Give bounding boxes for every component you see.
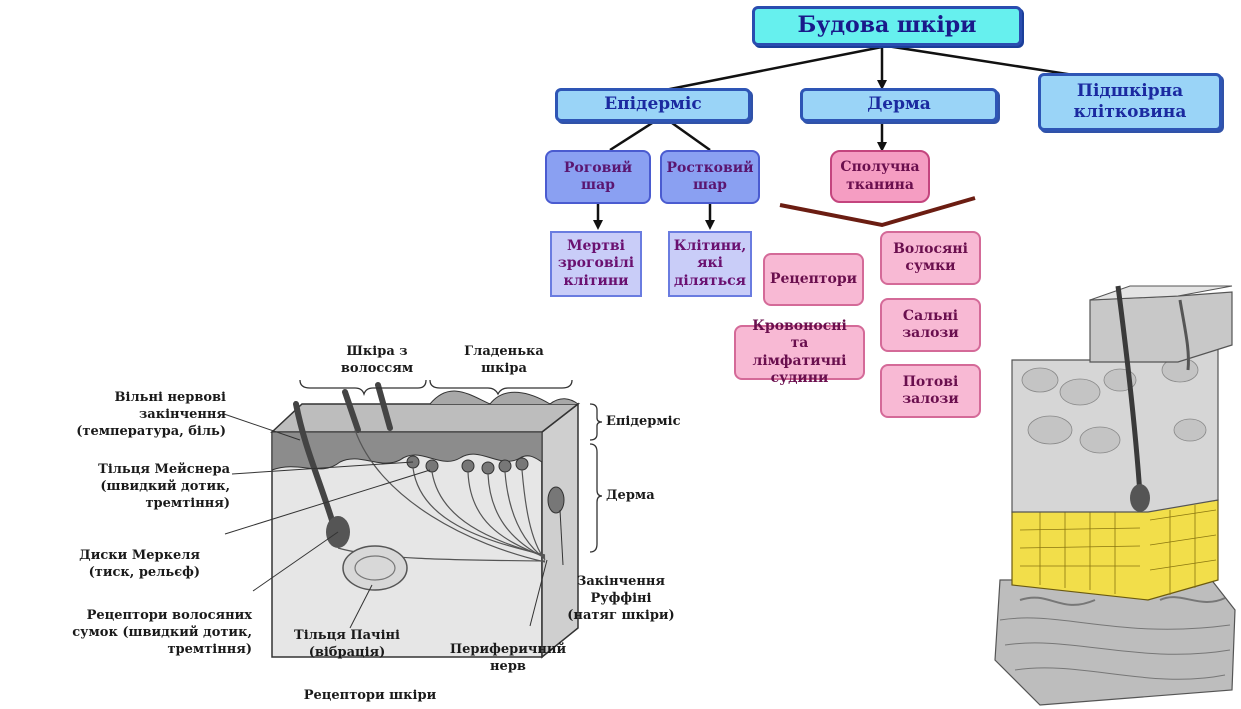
horny-layer-box: Роговий шар <box>545 150 651 204</box>
dividing-cells-box: Клітини, які діляться <box>668 231 752 297</box>
receptors-label: Рецептори <box>769 270 858 287</box>
hair-follicles-label: Волосяні сумки <box>893 240 968 275</box>
diagram-dermis-label: Дерма <box>606 488 655 503</box>
dividing-cells-label: Клітини, які діляться <box>673 237 747 289</box>
hair-follicle-receptors-label: Рецептори волосяних сумок (швидкий дотик… <box>72 608 252 657</box>
sweat-glands-box: Потові залози <box>880 364 981 418</box>
connective-tissue-box: Сполучна тканина <box>830 150 930 203</box>
receptors-box: Рецептори <box>763 253 864 306</box>
sweat-glands-label: Потові залози <box>902 373 959 408</box>
pacinian-corpuscles-label: Тільця Пачіні (вібрація) <box>294 628 400 660</box>
subcutaneous-box: Підшкірна клітковина <box>1038 73 1222 131</box>
vessels-box: Кровоносні та лімфатичні судини <box>734 318 865 386</box>
germinal-layer-label: Ростковий шар <box>666 159 754 194</box>
root-structure-box: Будова шкіри <box>752 6 1022 46</box>
vessels-label: Кровоносні та лімфатичні судини <box>752 317 847 387</box>
hair-follicles-box: Волосяні сумки <box>880 231 981 285</box>
sebaceous-glands-box: Сальні залози <box>880 298 981 352</box>
dermis-label: Дерма <box>867 94 931 115</box>
merkel-discs-label: Диски Меркеля (тиск, рельєф) <box>79 548 200 580</box>
germinal-layer-box: Ростковий шар <box>660 150 760 204</box>
meissner-corpuscles-label: Тільця Мейснера (швидкий дотик, тремтінн… <box>98 462 230 511</box>
peripheral-nerve-label: Периферичний нерв <box>449 642 567 674</box>
diagram-caption: Рецептори шкіри <box>303 688 437 703</box>
diagram-epidermis-label: Епідерміс <box>606 414 681 429</box>
subcutaneous-label: Підшкірна клітковина <box>1073 80 1187 122</box>
ruffini-endings-label: Закінчення Руффіні (натяг шкіри) <box>567 574 675 623</box>
connective-tissue-label: Сполучна тканина <box>840 159 920 193</box>
root-title: Будова шкіри <box>797 12 977 39</box>
horny-layer-label: Роговий шар <box>563 159 633 194</box>
free-nerve-endings-label: Вільні нервові закінчення (температура, … <box>76 390 226 439</box>
dead-cells-label: Мертві зроговілі клітини <box>557 237 635 289</box>
smooth-skin-label: Гладенька шкіра <box>464 344 544 376</box>
dermis-box: Дерма <box>800 88 998 122</box>
dead-cells-box: Мертві зроговілі клітини <box>550 231 642 297</box>
epidermis-label: Епідерміс <box>604 94 702 115</box>
hairy-skin-label: Шкіра з волоссям <box>340 344 414 376</box>
epidermis-box: Епідерміс <box>555 88 751 122</box>
sebaceous-glands-label: Сальні залози <box>902 307 959 342</box>
